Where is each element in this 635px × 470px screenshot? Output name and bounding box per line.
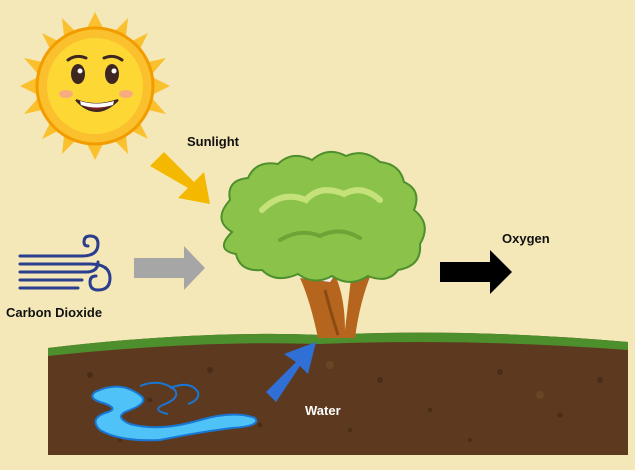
water-pool-icon — [91, 381, 258, 442]
wind-icon — [18, 234, 112, 292]
sun-icon — [20, 12, 170, 160]
carbon-dioxide-arrow — [134, 246, 205, 290]
water-arrow — [266, 342, 316, 402]
oxygen-label: Oxygen — [502, 231, 550, 246]
tree-icon — [220, 150, 426, 338]
oxygen-arrow — [440, 250, 512, 294]
sunlight-arrow — [150, 152, 210, 204]
sunlight-label: Sunlight — [187, 134, 239, 149]
carbon-dioxide-label: Carbon Dioxide — [6, 305, 103, 320]
water-label: Water — [305, 403, 341, 418]
